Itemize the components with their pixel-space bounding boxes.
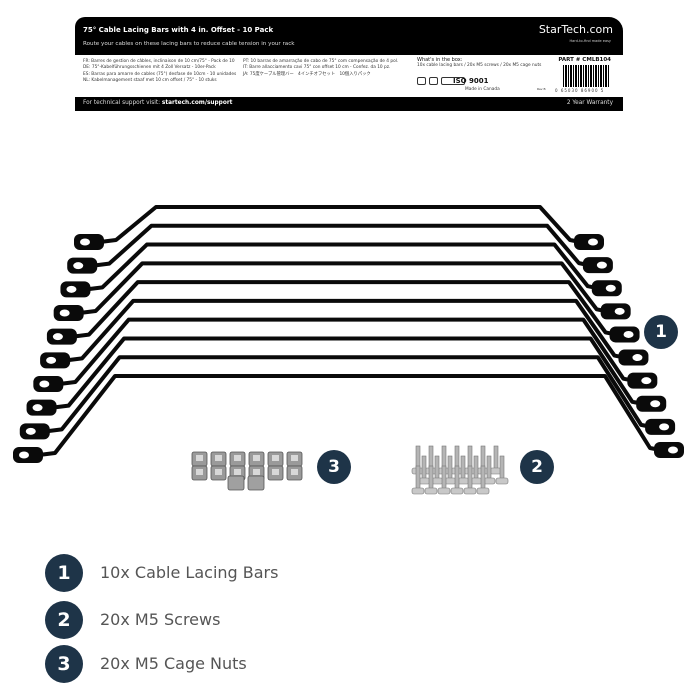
translation: IT: Barre allacciamento cavi 75° con off…	[243, 65, 391, 71]
legend-text-1: 10x Cable Lacing Bars	[100, 563, 279, 582]
made-in: Made in Canada	[465, 87, 500, 92]
legend-badge-2: 2	[45, 601, 83, 639]
legend-badge-1: 1	[45, 554, 83, 592]
barcode-icon	[563, 65, 609, 87]
cert-icon	[441, 77, 465, 85]
translation: PT: 10 barras de amarração de cabo de 75…	[243, 59, 399, 64]
label-header: 75° Cable Lacing Bars with 4 in. Offset …	[75, 17, 623, 55]
cable-lacing-bar	[26, 336, 667, 416]
legend-text-3: 20x M5 Cage Nuts	[100, 654, 247, 673]
translations-left: FR: Barres de gestion de câbles, inclina…	[83, 59, 236, 84]
product-photo	[13, 205, 684, 495]
label-body: FR: Barres de gestion de câbles, inclina…	[75, 55, 623, 97]
support-text: For technical support visit: startech.co…	[83, 100, 232, 106]
revision: Rev B	[537, 87, 546, 91]
cable-lacing-bar	[74, 205, 604, 250]
callout-3: 3	[317, 450, 351, 484]
translation: NL: Kabelmanagement staaf met 10 cm offs…	[83, 77, 217, 83]
cert-icon	[417, 77, 426, 85]
label-footer: For technical support visit: startech.co…	[75, 97, 623, 111]
translation: ES: Barras para amarre de cables (75°) d…	[83, 71, 237, 77]
cable-lacing-bar	[13, 374, 684, 463]
box-contents: What's in the box: 10x cable lacing bars…	[417, 57, 542, 69]
box-list: 10x cable lacing bars / 20x M5 screws / …	[417, 63, 542, 68]
product-label: 75° Cable Lacing Bars with 4 in. Offset …	[75, 17, 623, 111]
cage-nuts	[191, 451, 303, 491]
box-title: What's in the box:	[417, 57, 463, 63]
support-prefix: For technical support visit:	[83, 100, 162, 106]
warranty: 2 Year Warranty	[566, 100, 613, 106]
translations-right: PT: 10 barras de amarração de cabo de 75…	[243, 59, 398, 78]
translation: DE: 75°-Kabelführungsschienen mit 4 Zoll…	[83, 65, 216, 71]
callout-2: 2	[520, 450, 554, 484]
cable-lacing-bar	[33, 317, 658, 392]
cert-icons	[417, 77, 465, 85]
brand-logo: StarTech.com	[538, 23, 613, 36]
label-subtitle: Route your cables on these lacing bars t…	[83, 41, 295, 47]
cable-lacing-bar	[67, 223, 613, 274]
legend-text-2: 20x M5 Screws	[100, 610, 221, 629]
callout-1: 1	[644, 315, 678, 349]
cable-lacing-bar	[19, 355, 676, 440]
cert-icon	[429, 77, 438, 85]
barcode-number: 0 65030 86900 5	[555, 88, 605, 93]
translation: FR: Barres de gestion de câbles, inclina…	[83, 59, 235, 64]
cable-lacing-bar	[53, 261, 631, 321]
cable-lacing-bar	[46, 280, 640, 345]
translation: JA: 75度ケーブル管理バー 4インチオフセット 10個入りパック	[243, 71, 371, 77]
brand-tagline: Hard-to-find made easy	[569, 39, 611, 43]
part-number: PART # CMLB104	[558, 57, 611, 63]
cable-lacing-bar	[40, 298, 649, 369]
support-url: startech.com/support	[161, 100, 233, 106]
iso-mark: ISO 9001	[453, 77, 489, 85]
m5-screws	[411, 445, 509, 495]
label-title: 75° Cable Lacing Bars with 4 in. Offset …	[83, 26, 274, 34]
legend-badge-3: 3	[45, 645, 83, 683]
cable-lacing-bar	[60, 242, 622, 298]
